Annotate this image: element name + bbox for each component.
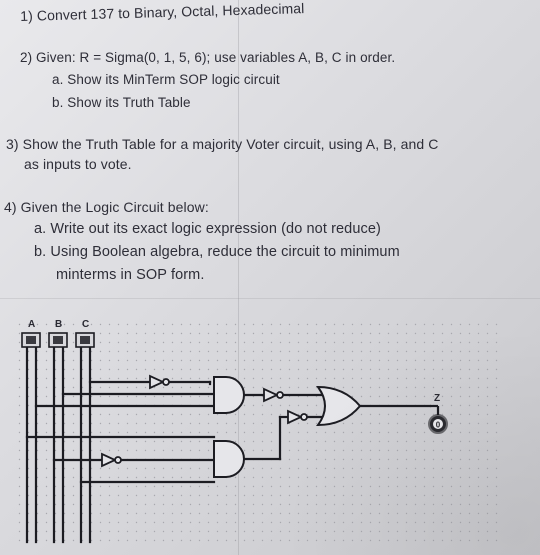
question-4a: a. Write out its exact logic expression … [34, 221, 381, 237]
question-4b-line-2: minterms in SOP form. [56, 267, 205, 283]
paper-fold-horizontal [0, 298, 540, 299]
not-gate-3 [263, 387, 284, 403]
question-2: 2) Given: R = Sigma(0, 1, 5, 6); use var… [20, 50, 396, 65]
input-label-b: B [55, 319, 62, 330]
not-gate-1 [149, 374, 170, 390]
input-label-a: A [28, 319, 35, 330]
input-label-c: C [82, 319, 89, 330]
question-3-line-2: as inputs to vote. [24, 156, 132, 172]
not-gate-2 [101, 452, 122, 468]
breadboard-dot-grid [18, 323, 498, 543]
and-gate-1 [213, 376, 245, 414]
or-gate [316, 385, 362, 427]
question-1: 1) Convert 137 to Binary, Octal, Hexadec… [20, 0, 305, 24]
and-gate-2 [213, 440, 245, 478]
logic-circuit-diagram: A B C 0 Z [18, 319, 498, 544]
question-4b-line-1: b. Using Boolean algebra, reduce the cir… [34, 244, 400, 260]
question-4: 4) Given the Logic Circuit below: [4, 199, 209, 215]
output-label-z: Z [434, 393, 440, 404]
input-switch-a[interactable] [21, 332, 41, 348]
question-2a: a. Show its MinTerm SOP logic circuit [52, 72, 280, 87]
input-switch-b[interactable] [48, 332, 68, 348]
output-led-value: 0 [436, 421, 441, 430]
not-gate-4 [287, 409, 308, 425]
paper-fold-vertical [238, 0, 239, 555]
question-3-line-1: 3) Show the Truth Table for a majority V… [6, 136, 439, 152]
question-2b: b. Show its Truth Table [52, 95, 191, 110]
input-switch-c[interactable] [75, 332, 95, 348]
